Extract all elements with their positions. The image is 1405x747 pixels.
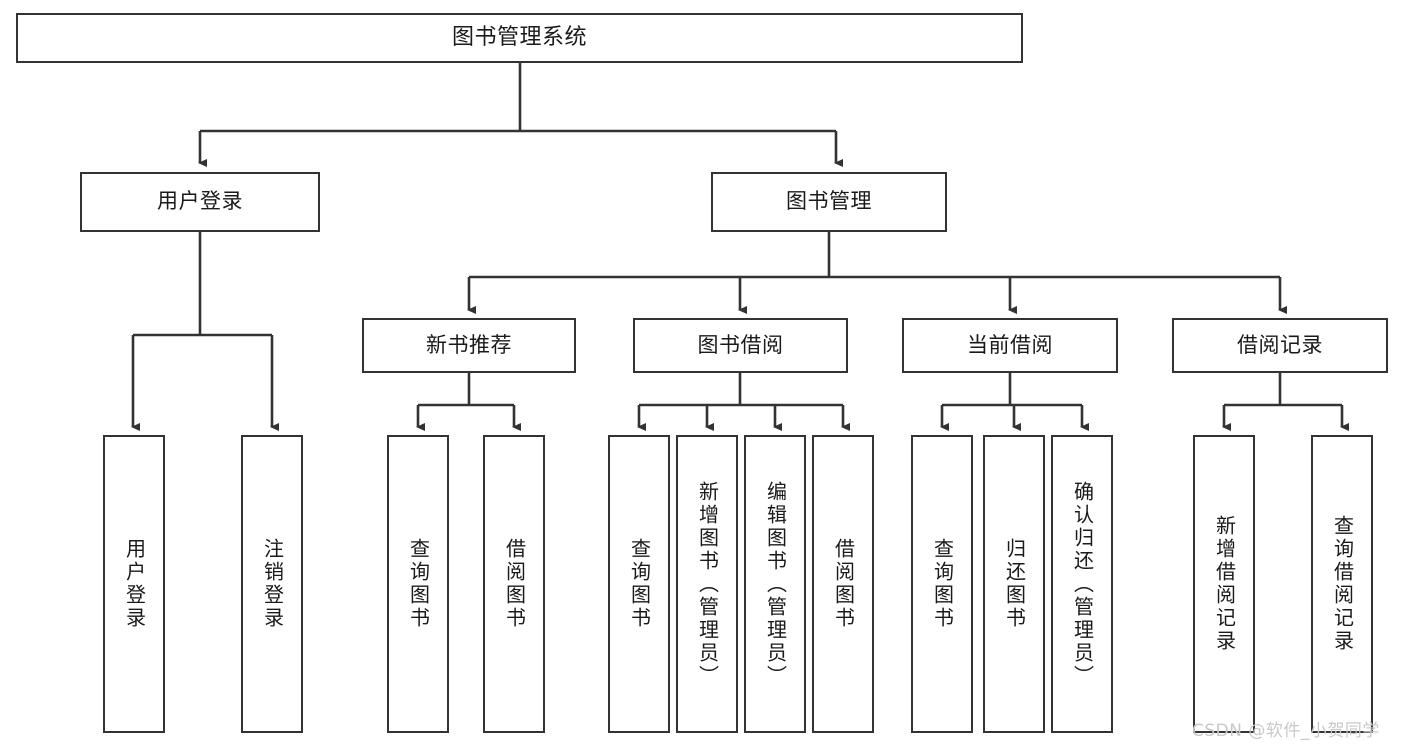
node-leaf-add-book[interactable]: 新增图书（管理员） xyxy=(676,435,738,733)
node-book-borrow[interactable]: 图书借阅 xyxy=(633,318,848,373)
node-leaf-borrow-book[interactable]: 借阅图书 xyxy=(812,435,874,733)
node-leaf-confirm-return[interactable]: 确认归还（管理员） xyxy=(1051,435,1113,733)
node-leaf-query-book-rec[interactable]: 查询图书 xyxy=(387,435,449,733)
node-current-borrow-label: 当前借阅 xyxy=(967,332,1053,357)
node-new-book-recommend-label: 新书推荐 xyxy=(426,332,512,357)
node-leaf-user-login[interactable]: 用户登录 xyxy=(103,435,165,733)
node-current-borrow[interactable]: 当前借阅 xyxy=(902,318,1118,373)
node-leaf-logout-label: 注销登录 xyxy=(260,538,285,630)
node-leaf-query-book-borrow[interactable]: 查询图书 xyxy=(608,435,670,733)
node-leaf-borrow-book-rec[interactable]: 借阅图书 xyxy=(483,435,545,733)
node-leaf-query-book-rec-label: 查询图书 xyxy=(406,538,431,630)
node-leaf-query-record[interactable]: 查询借阅记录 xyxy=(1311,435,1373,733)
node-leaf-confirm-return-label: 确认归还（管理员） xyxy=(1070,480,1095,688)
node-leaf-user-login-label: 用户登录 xyxy=(122,538,147,630)
node-leaf-edit-book-label: 编辑图书（管理员） xyxy=(763,480,788,688)
node-leaf-query-book-cur-label: 查询图书 xyxy=(930,538,955,630)
node-leaf-add-record-label: 新增借阅记录 xyxy=(1212,515,1237,653)
node-leaf-return-book-label: 归还图书 xyxy=(1002,538,1027,630)
node-leaf-edit-book[interactable]: 编辑图书（管理员） xyxy=(744,435,806,733)
node-root-label: 图书管理系统 xyxy=(451,24,587,50)
node-leaf-return-book[interactable]: 归还图书 xyxy=(983,435,1045,733)
node-borrow-record-label: 借阅记录 xyxy=(1237,332,1323,357)
node-leaf-logout[interactable]: 注销登录 xyxy=(241,435,303,733)
node-borrow-record[interactable]: 借阅记录 xyxy=(1172,318,1388,373)
node-leaf-borrow-book-label: 借阅图书 xyxy=(831,538,856,630)
node-leaf-borrow-book-rec-label: 借阅图书 xyxy=(502,538,527,630)
node-new-book-recommend[interactable]: 新书推荐 xyxy=(362,318,576,373)
node-leaf-query-book-cur[interactable]: 查询图书 xyxy=(911,435,973,733)
node-book-manage-label: 图书管理 xyxy=(786,189,872,214)
node-user-login[interactable]: 用户登录 xyxy=(80,172,320,232)
node-leaf-query-record-label: 查询借阅记录 xyxy=(1330,515,1355,653)
watermark: CSDN @软件_小贺同学 xyxy=(1192,721,1380,741)
node-root[interactable]: 图书管理系统 xyxy=(16,13,1023,63)
node-leaf-add-record[interactable]: 新增借阅记录 xyxy=(1193,435,1255,733)
node-book-manage[interactable]: 图书管理 xyxy=(711,172,947,232)
node-book-borrow-label: 图书借阅 xyxy=(697,332,784,357)
node-leaf-add-book-label: 新增图书（管理员） xyxy=(695,480,720,688)
node-leaf-query-book-borrow-label: 查询图书 xyxy=(627,538,652,630)
node-user-login-label: 用户登录 xyxy=(157,189,243,214)
